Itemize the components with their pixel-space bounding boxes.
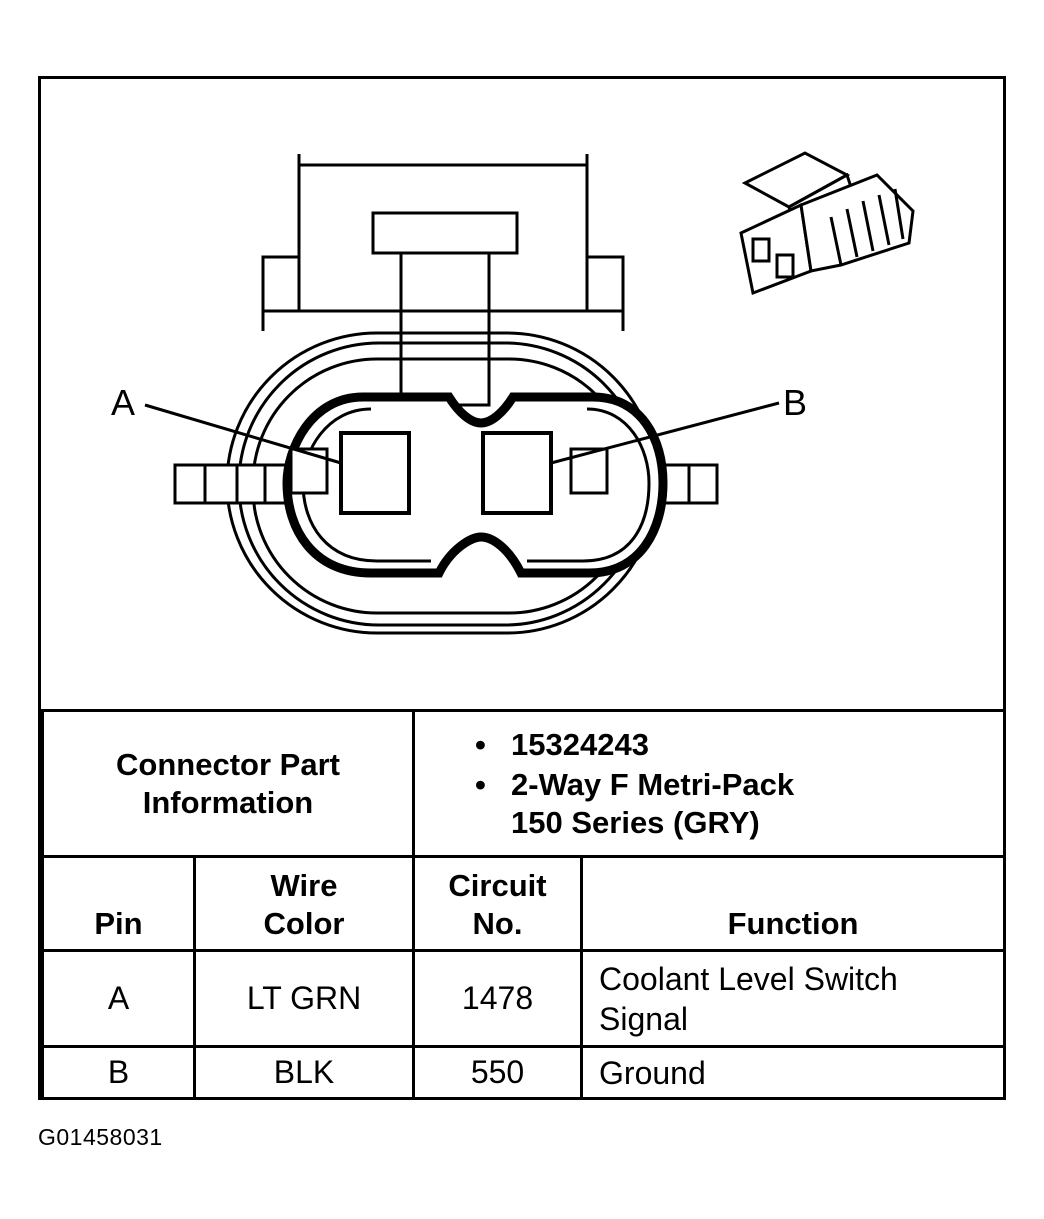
- header-circuit-line2: No.: [472, 906, 523, 941]
- connector-figure-frame: A B Connector Part Information 15324243 …: [38, 76, 1007, 1100]
- connector-latch: [261, 154, 625, 407]
- connector-pinout-table: Connector Part Information 15324243 2-Wa…: [40, 709, 1007, 1100]
- header-wire-color-line1: Wire: [270, 868, 338, 903]
- connector-description: 2-Way F Metri-Pack 150 Series (GRY): [475, 766, 841, 842]
- terminal-cavities: [339, 431, 553, 515]
- cell-function: Coolant Level Switch Signal: [580, 949, 1007, 1048]
- cell-pin: B: [41, 1045, 196, 1100]
- connector-diagram: A B: [41, 79, 1003, 709]
- terminal-a: [339, 431, 411, 515]
- header-pin: Pin: [41, 855, 196, 952]
- connector-info-label-line2: Information: [142, 784, 314, 820]
- cell-function: Ground: [580, 1045, 1007, 1100]
- header-wire-color-line2: Color: [263, 906, 345, 941]
- cell-circuit: 1478: [412, 949, 584, 1048]
- cell-wire-color: LT GRN: [192, 949, 416, 1048]
- pin-label-a: A: [111, 382, 136, 423]
- cell-pin: A: [41, 949, 196, 1048]
- cell-wire-color: BLK: [192, 1045, 416, 1100]
- connector-info-row: Connector Part Information 15324243 2-Wa…: [40, 709, 1007, 858]
- terminal-b: [481, 431, 553, 515]
- connector-part-number: 15324243: [475, 726, 1003, 764]
- table-row: B BLK 550 Ground: [41, 1045, 1007, 1100]
- connector-info-values: 15324243 2-Way F Metri-Pack 150 Series (…: [412, 709, 1007, 858]
- table-header-row: Pin Wire Color Circuit No. Function: [41, 855, 1007, 952]
- leader-line-a: [144, 403, 342, 465]
- connector-isometric-icon: [739, 151, 915, 296]
- figure-code: G01458031: [38, 1124, 163, 1150]
- header-wire-color: Wire Color: [192, 855, 416, 952]
- header-function: Function: [580, 855, 1007, 952]
- cell-circuit: 550: [412, 1045, 584, 1100]
- pin-label-b: B: [783, 382, 808, 423]
- connector-info-label-line1: Connector Part: [116, 746, 340, 782]
- connector-info-label: Connector Part Information: [40, 709, 416, 858]
- connector-face-drawing: [144, 151, 915, 635]
- leader-line-b: [550, 401, 780, 465]
- header-circuit-no: Circuit No.: [412, 855, 584, 952]
- table-row: A LT GRN 1478 Coolant Level Switch Signa…: [41, 949, 1007, 1048]
- header-circuit-line1: Circuit: [448, 868, 547, 903]
